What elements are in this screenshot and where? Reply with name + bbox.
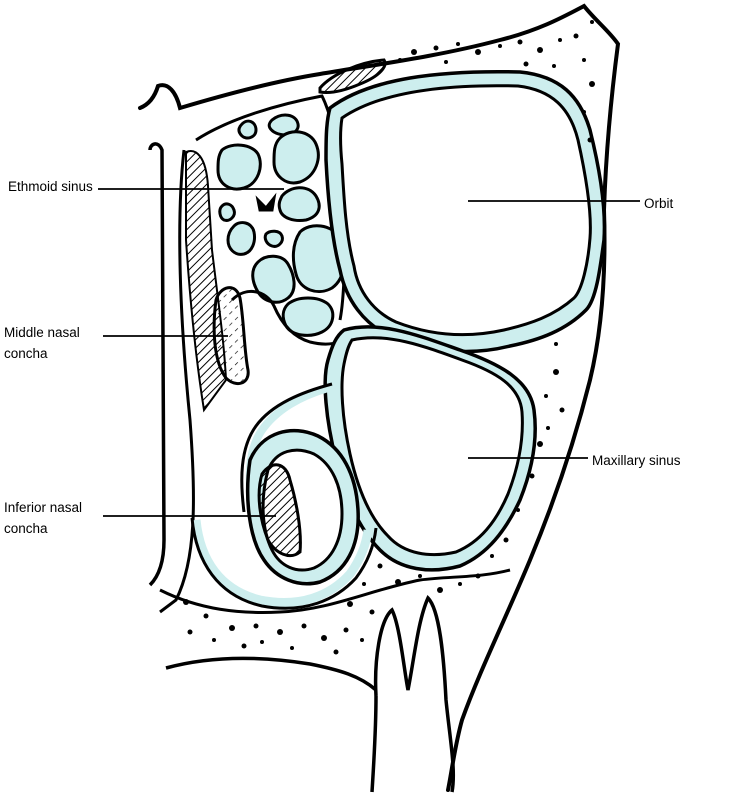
nasal-septum-inner bbox=[159, 149, 195, 614]
label-inferior-nasal-concha-line1: Inferior nasal bbox=[4, 500, 83, 515]
label-inferior-nasal-concha: Inferior nasal concha bbox=[4, 497, 82, 539]
nasal-septum-left bbox=[148, 142, 166, 587]
nasal-lateral-wall-line bbox=[240, 382, 333, 513]
nasal-floor-line bbox=[190, 517, 378, 610]
nasal-floor-curve bbox=[191, 519, 373, 607]
lacrimal-hatched-bone bbox=[318, 58, 387, 94]
label-ethmoid-sinus: Ethmoid sinus bbox=[8, 176, 93, 197]
label-maxillary-sinus-text: Maxillary sinus bbox=[592, 453, 681, 468]
inferior-concha-bone bbox=[257, 463, 302, 557]
label-orbit-text: Orbit bbox=[644, 196, 674, 211]
ethmoid-air-cells bbox=[216, 113, 347, 337]
bone-stipple bbox=[183, 20, 595, 655]
label-ethmoid-sinus-text: Ethmoid sinus bbox=[8, 179, 93, 194]
tooth bbox=[370, 594, 456, 793]
maxillary-cavity bbox=[340, 336, 524, 557]
middle-concha-body bbox=[212, 286, 250, 386]
label-orbit: Orbit bbox=[644, 193, 673, 214]
outer-bone-outline bbox=[138, 3, 621, 792]
hard-palate-lower bbox=[165, 656, 378, 692]
label-middle-nasal-concha: Middle nasal concha bbox=[4, 322, 80, 364]
hard-palate-upper bbox=[159, 568, 511, 614]
label-middle-nasal-concha-line2: concha bbox=[4, 346, 48, 361]
orbit-cavity bbox=[339, 84, 592, 337]
label-maxillary-sinus: Maxillary sinus bbox=[592, 450, 681, 471]
label-middle-nasal-concha-line1: Middle nasal bbox=[4, 325, 80, 340]
label-inferior-nasal-concha-line2: concha bbox=[4, 521, 48, 536]
leader-lines bbox=[98, 188, 640, 517]
